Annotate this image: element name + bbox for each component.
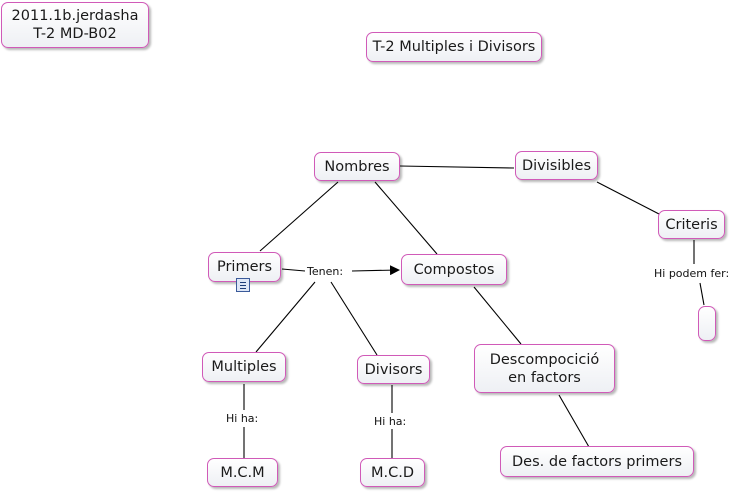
concept-mcm-label: M.C.M xyxy=(220,464,265,481)
concept-criteris-label: Criteris xyxy=(665,216,718,233)
concept-mcd[interactable]: M.C.D xyxy=(360,458,425,487)
concept-multiples-label: Multiples xyxy=(211,359,277,375)
link-nombres-compostos xyxy=(374,181,438,255)
link-tenen-compostos xyxy=(351,265,400,276)
link-divisibles-criteris xyxy=(596,181,660,215)
concept-nombres[interactable]: Nombres xyxy=(314,152,400,181)
linking-phrase-hi-podem-fer[interactable]: Hi podem fer: xyxy=(652,267,732,280)
map-title-text: T-2 Multiples i Divisors xyxy=(372,39,536,55)
linking-phrase-hi-ha-mcd[interactable]: Hi ha: xyxy=(372,415,409,428)
linking-phrase-tenen[interactable]: Tenen: xyxy=(305,265,346,278)
link-tenen-multiples xyxy=(255,281,316,353)
link-label-empty xyxy=(699,282,705,306)
concept-divisors[interactable]: Divisors xyxy=(357,355,430,384)
link-compostos-descomposicio xyxy=(473,286,522,345)
concept-compostos[interactable]: Compostos xyxy=(401,254,507,285)
linking-phrase-hi-ha-mcm[interactable]: Hi ha: xyxy=(224,412,261,425)
concept-primers[interactable]: Primers xyxy=(208,252,281,282)
concept-nombres-label: Nombres xyxy=(324,158,390,175)
concept-criteris[interactable]: Criteris xyxy=(658,210,725,239)
concept-divisibles[interactable]: Divisibles xyxy=(515,151,598,180)
link-descomposicio-desfactors xyxy=(558,394,590,448)
concept-mcd-label: M.C.D xyxy=(370,464,415,481)
concept-divisors-label: Divisors xyxy=(364,361,423,378)
link-tenen-divisors xyxy=(330,281,378,356)
document-icon[interactable] xyxy=(236,278,250,292)
link-nombres-primers xyxy=(259,181,339,252)
author-info-node[interactable]: 2011.1b.jerdasha T-2 MD-B02 xyxy=(1,2,149,48)
concept-mcm[interactable]: M.C.M xyxy=(207,458,278,487)
concept-descomposicio[interactable]: Descompocició en factors xyxy=(474,344,615,393)
author-line-1: 2011.1b.jerdasha xyxy=(11,8,139,24)
concept-descomposicio-line-2: en factors xyxy=(508,369,581,386)
concept-primers-label: Primers xyxy=(216,259,273,275)
concept-descomposicio-line-1: Descompocició xyxy=(489,351,600,368)
map-title-node[interactable]: T-2 Multiples i Divisors xyxy=(366,32,542,62)
concept-multiples[interactable]: Multiples xyxy=(202,352,286,382)
link-nombres-divisibles xyxy=(399,165,515,169)
concept-divisibles-label: Divisibles xyxy=(521,157,592,174)
concept-des-factors-primers[interactable]: Des. de factors primers xyxy=(500,446,694,477)
concept-empty[interactable] xyxy=(698,306,716,341)
concept-compostos-label: Compostos xyxy=(413,261,495,278)
link-primers-tenen xyxy=(281,268,306,272)
author-line-2: T-2 MD-B02 xyxy=(33,26,117,42)
concept-des-factors-label: Des. de factors primers xyxy=(512,453,682,470)
